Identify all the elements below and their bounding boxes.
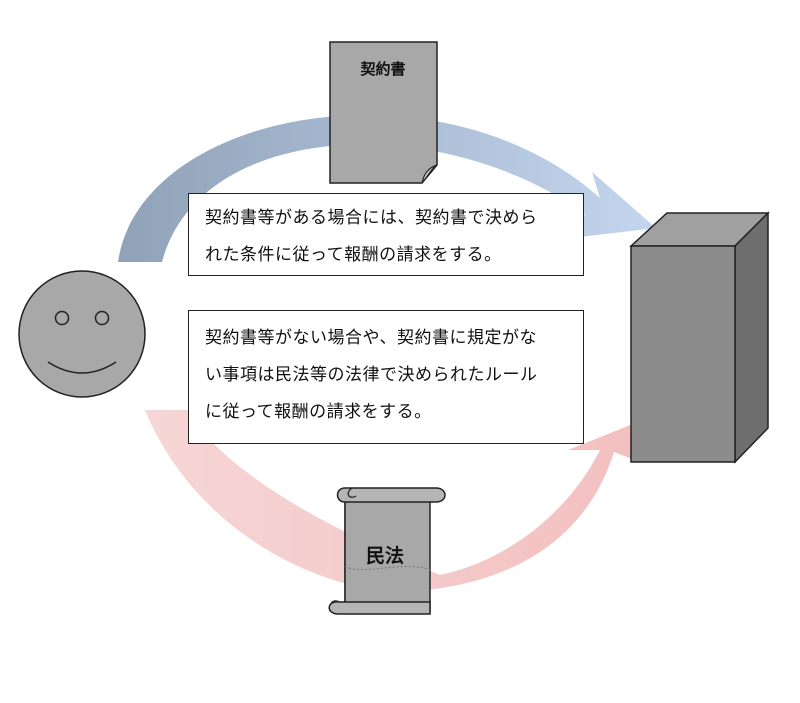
document-icon [329, 41, 438, 184]
contract-rule-line: 契約書等がある場合には、契約書で決めら [205, 208, 538, 228]
smiley-face-icon [18, 270, 146, 398]
contract-rule-line: れた条件に従って報酬の請求をする。 [205, 245, 502, 265]
contract-document-label: 契約書 [360, 60, 406, 78]
civil-rule-line: に従って報酬の請求をする。 [205, 402, 432, 422]
civil-code-rule-textbox: 契約書等がない場合や、契約書に規定がな い事項は民法等の法律で決められたルール … [188, 310, 584, 444]
civil-code-label: 民法 [365, 545, 404, 567]
cube-building-icon [629, 211, 770, 464]
scroll-icon [328, 487, 446, 615]
top-flow-arrow [118, 114, 656, 262]
civil-rule-line: 契約書等がない場合や、契約書に規定がな [205, 328, 537, 348]
bottom-flow-arrow [145, 410, 648, 592]
civil-rule-line: い事項は民法等の法律で決められたルール [205, 365, 538, 385]
contract-rule-textbox: 契約書等がある場合には、契約書で決めら れた条件に従って報酬の請求をする。 [188, 193, 584, 276]
